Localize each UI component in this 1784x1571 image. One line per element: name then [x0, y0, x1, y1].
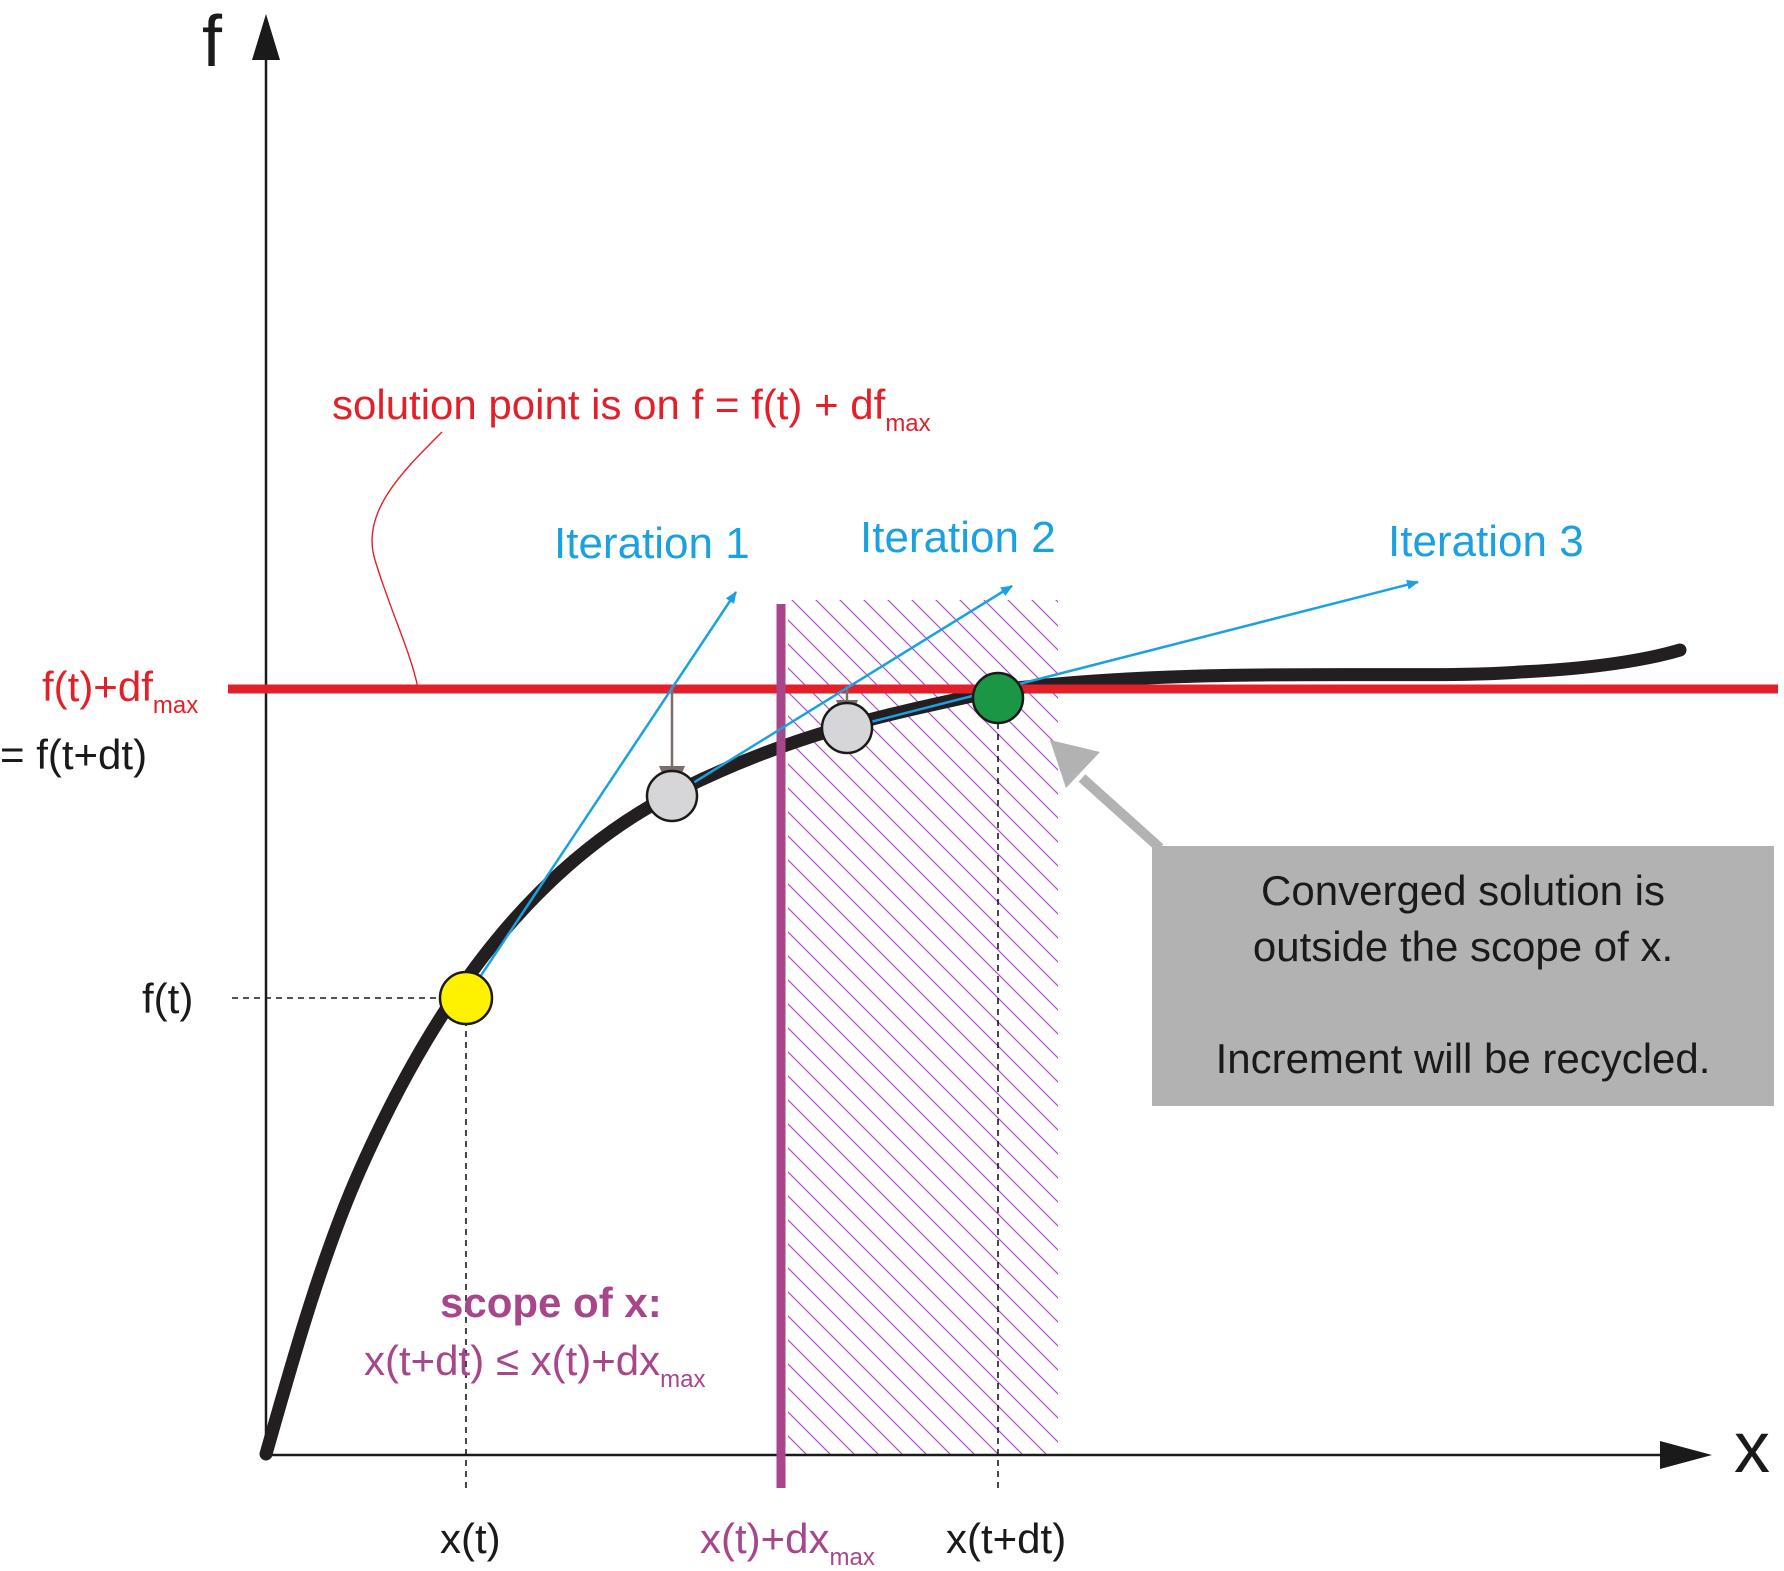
xt-dxmax-sub: max: [829, 1544, 875, 1571]
solution-leader-line: [371, 431, 443, 689]
ft-dfmax-sub: max: [152, 692, 199, 719]
xt-dt-label: x(t+dt): [946, 1515, 1067, 1562]
x-axis-label: x: [1734, 1408, 1770, 1488]
iteration-2-label: Iteration 2: [860, 513, 1056, 562]
scope-expression: x(t+dt) ≤ x(t)+dxmax: [364, 1340, 705, 1392]
solution-annotation-main: solution point is on f = f(t) + df: [332, 381, 886, 428]
y-axis-arrowhead: [252, 14, 280, 60]
iteration-2-arrow: [671, 584, 1013, 798]
x-axis: [266, 1441, 1712, 1469]
response-curve: [259, 643, 1687, 1461]
ft-label: f(t): [142, 975, 194, 1022]
scope-expression-sub: max: [660, 1366, 706, 1393]
callout-line-3: Increment will be recycled.: [1215, 1035, 1711, 1082]
trial-point-1: [645, 769, 699, 823]
scope-title: scope of x:: [440, 1279, 662, 1326]
start-point: [438, 970, 494, 1026]
ft-dfmax-label: f(t)+dfmax: [42, 666, 198, 718]
trial-point-2: [820, 701, 874, 755]
converged-callout-box: Converged solution is outside the scope …: [1152, 846, 1774, 1106]
solution-annotation: solution point is on f = f(t) + dfmax: [332, 384, 931, 436]
iteration-3-arrow: [846, 579, 1419, 730]
solution-annotation-sub: max: [885, 410, 931, 437]
ft-dt-label: = f(t+dt): [0, 731, 148, 778]
callout-line-1: Converged solution is: [1261, 867, 1665, 914]
xt-label: x(t): [440, 1515, 501, 1562]
iteration-1-arrow: [464, 591, 738, 999]
ft-dfmax-main: f(t)+df: [42, 663, 153, 710]
scope-expression-main: x(t+dt) ≤ x(t)+dx: [364, 1337, 661, 1384]
x-axis-arrowhead: [1660, 1441, 1712, 1469]
callout-line-2: outside the scope of x.: [1252, 923, 1674, 970]
iteration-3-label: Iteration 3: [1388, 517, 1584, 566]
y-axis: [252, 14, 280, 1455]
xt-dxmax-label: x(t)+dxmax: [700, 1518, 875, 1570]
iteration-1-label: Iteration 1: [554, 519, 750, 568]
y-axis-label: f: [202, 2, 223, 82]
callout-arrow: [1050, 740, 1164, 852]
converged-point: [971, 671, 1025, 725]
xt-dxmax-main: x(t)+dx: [700, 1515, 830, 1562]
